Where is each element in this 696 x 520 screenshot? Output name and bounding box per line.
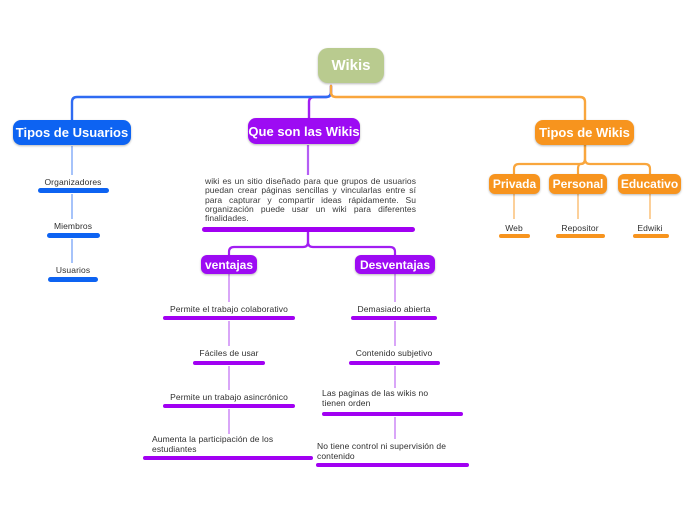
topic-sin-supervision-label[interactable]: No tiene control ni supervisión de conte…	[317, 441, 447, 461]
node-privada[interactable]: Privada	[489, 174, 540, 194]
topic-usuarios-underline	[48, 277, 98, 282]
connector-text-to-desventajas	[306, 229, 397, 257]
connector-types-to-educativo	[583, 143, 652, 176]
topic-trabajo-colaborativo-underline	[163, 316, 295, 320]
topic-usuarios-label[interactable]: Usuarios	[55, 265, 91, 275]
definition-underline	[202, 227, 415, 232]
topic-sin-orden-underline	[322, 412, 463, 416]
topic-edwiki-underline	[633, 234, 669, 238]
topic-edwiki-label[interactable]: Edwiki	[637, 223, 663, 233]
topic-trabajo-asincronico-underline	[163, 404, 295, 408]
topic-web-label[interactable]: Web	[505, 223, 523, 233]
connector-text-to-ventajas	[227, 229, 310, 257]
topic-web-underline	[499, 234, 530, 238]
topic-miembros-underline	[47, 233, 100, 238]
topic-trabajo-colaborativo-label[interactable]: Permite el trabajo colaborativo	[170, 304, 288, 314]
topic-participacion-estudiantes-label[interactable]: Aumenta la participación de los estudian…	[152, 434, 274, 454]
topic-repositor-label[interactable]: Repositor	[561, 223, 599, 233]
node-tipos-de-wikis[interactable]: Tipos de Wikis	[535, 120, 634, 145]
connector-root-to-definition	[307, 84, 333, 120]
topic-trabajo-asincronico-label[interactable]: Permite un trabajo asincrónico	[170, 392, 288, 402]
topic-demasiado-abierta-label[interactable]: Demasiado abierta	[357, 304, 431, 314]
node-root-wikis[interactable]: Wikis	[318, 48, 384, 83]
topic-miembros-label[interactable]: Miembros	[53, 221, 93, 231]
topic-participacion-estudiantes-underline	[143, 456, 313, 460]
topic-sin-orden-label[interactable]: Las paginas de las wikis no tienen orden	[322, 388, 429, 408]
node-tipos-de-usuarios[interactable]: Tipos de Usuarios	[13, 120, 131, 145]
topic-repositor-underline	[556, 234, 605, 238]
connector-types-to-privada	[512, 143, 587, 176]
node-personal[interactable]: Personal	[549, 174, 607, 194]
topic-sin-supervision-underline	[316, 463, 469, 467]
definition-text[interactable]: wiki es un sitio diseñado para que grupo…	[205, 176, 416, 224]
connector-root-to-users	[70, 84, 333, 122]
topic-contenido-subjetivo-label[interactable]: Contenido subjetivo	[355, 348, 433, 358]
node-que-son-las-wikis[interactable]: Que son las Wikis	[248, 118, 360, 144]
topic-organizadores-underline	[38, 188, 109, 193]
connector-root-to-types	[329, 84, 587, 122]
topic-contenido-subjetivo-underline	[349, 361, 440, 365]
node-educativo[interactable]: Educativo	[618, 174, 681, 194]
node-desventajas[interactable]: Desventajas	[355, 255, 435, 274]
topic-organizadores-label[interactable]: Organizadores	[44, 177, 102, 187]
node-ventajas[interactable]: ventajas	[201, 255, 257, 274]
topic-demasiado-abierta-underline	[351, 316, 437, 320]
topic-faciles-de-usar-underline	[193, 361, 265, 365]
topic-faciles-de-usar-label[interactable]: Fáciles de usar	[199, 348, 259, 358]
